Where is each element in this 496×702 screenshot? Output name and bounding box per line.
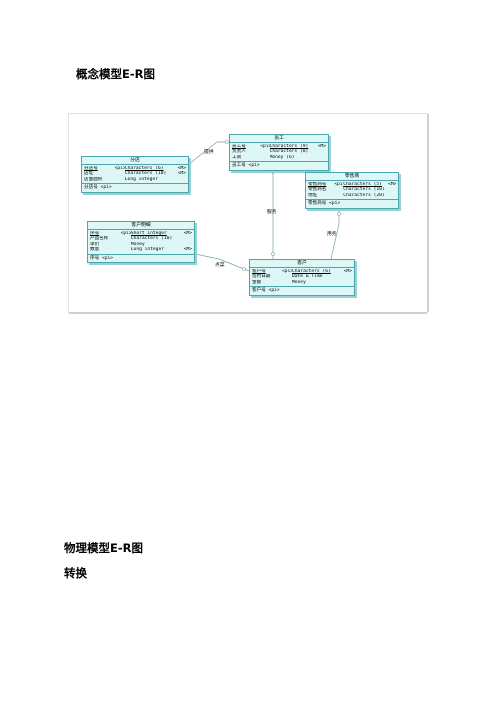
link-supplier-customer-end: [337, 212, 341, 216]
relationship-label-service: 服务: [267, 210, 277, 215]
entity-detail-title: 客户明细: [88, 222, 194, 230]
entity-row: 序号<pi>Short integer<M>: [90, 231, 192, 236]
link-staff-customer-end-bottom: [271, 252, 275, 256]
relationship-label-use: 用务: [327, 232, 337, 237]
entity-row: 零售商号<pi>Characters (5)<M>: [308, 182, 396, 187]
entity-detail-identifier: 序号 <pi>: [90, 255, 114, 261]
er-diagram: 员工 员工号<pi>Characters (9)<M> 负责人Character…: [68, 113, 429, 314]
relationship-label-provide: 提供: [204, 150, 214, 155]
link-staff-customer-end-top: [271, 170, 275, 174]
entity-row: 员工号<pi>Characters (9)<M>: [232, 144, 326, 149]
relationship-lines: [188, 140, 341, 272]
relationship-label-point: 点菜: [215, 263, 225, 268]
entity-branch-title: 分店: [82, 157, 188, 165]
conceptual-model-heading: 概念模型E-R图: [76, 67, 155, 81]
entity-staff-title: 员工: [230, 135, 328, 143]
physical-model-heading: 物理模型E-R图: [64, 541, 143, 555]
entity-supplier-title: 零售商: [306, 173, 398, 181]
entity-supplier-attributes: 零售商号<pi>Characters (5)<M> 零售商名Characters…: [306, 181, 398, 201]
link-detail-customer-end: [242, 267, 246, 271]
diagram-edge-bottom: [69, 312, 427, 314]
entity-staff[interactable]: 员工 员工号<pi>Characters (9)<M> 负责人Character…: [229, 134, 329, 171]
diagram-edge-right: [427, 114, 429, 312]
link-staff-branch-end: [225, 140, 229, 144]
entity-staff-identifier: 员工号 <pi>: [232, 163, 260, 169]
convert-heading: 转换: [64, 566, 87, 580]
entity-customer-identifier: 客户号 <pi>: [252, 288, 280, 294]
entity-row: 客户号<pi>Characters (6)<M>: [252, 269, 352, 274]
link-detail-customer: [194, 253, 250, 272]
entity-branch-identifier: 分店号 <pi>: [84, 185, 112, 191]
entity-supplier[interactable]: 零售商 零售商号<pi>Characters (5)<M> 零售商名Charac…: [305, 172, 399, 209]
entity-row: 分店号<pi>Characters (6)<M>: [84, 166, 186, 171]
entity-supplier-identifier: 零售商号 <pi>: [308, 201, 341, 207]
entity-customer-title: 客户: [250, 260, 354, 268]
link-staff-branch: [188, 141, 229, 165]
